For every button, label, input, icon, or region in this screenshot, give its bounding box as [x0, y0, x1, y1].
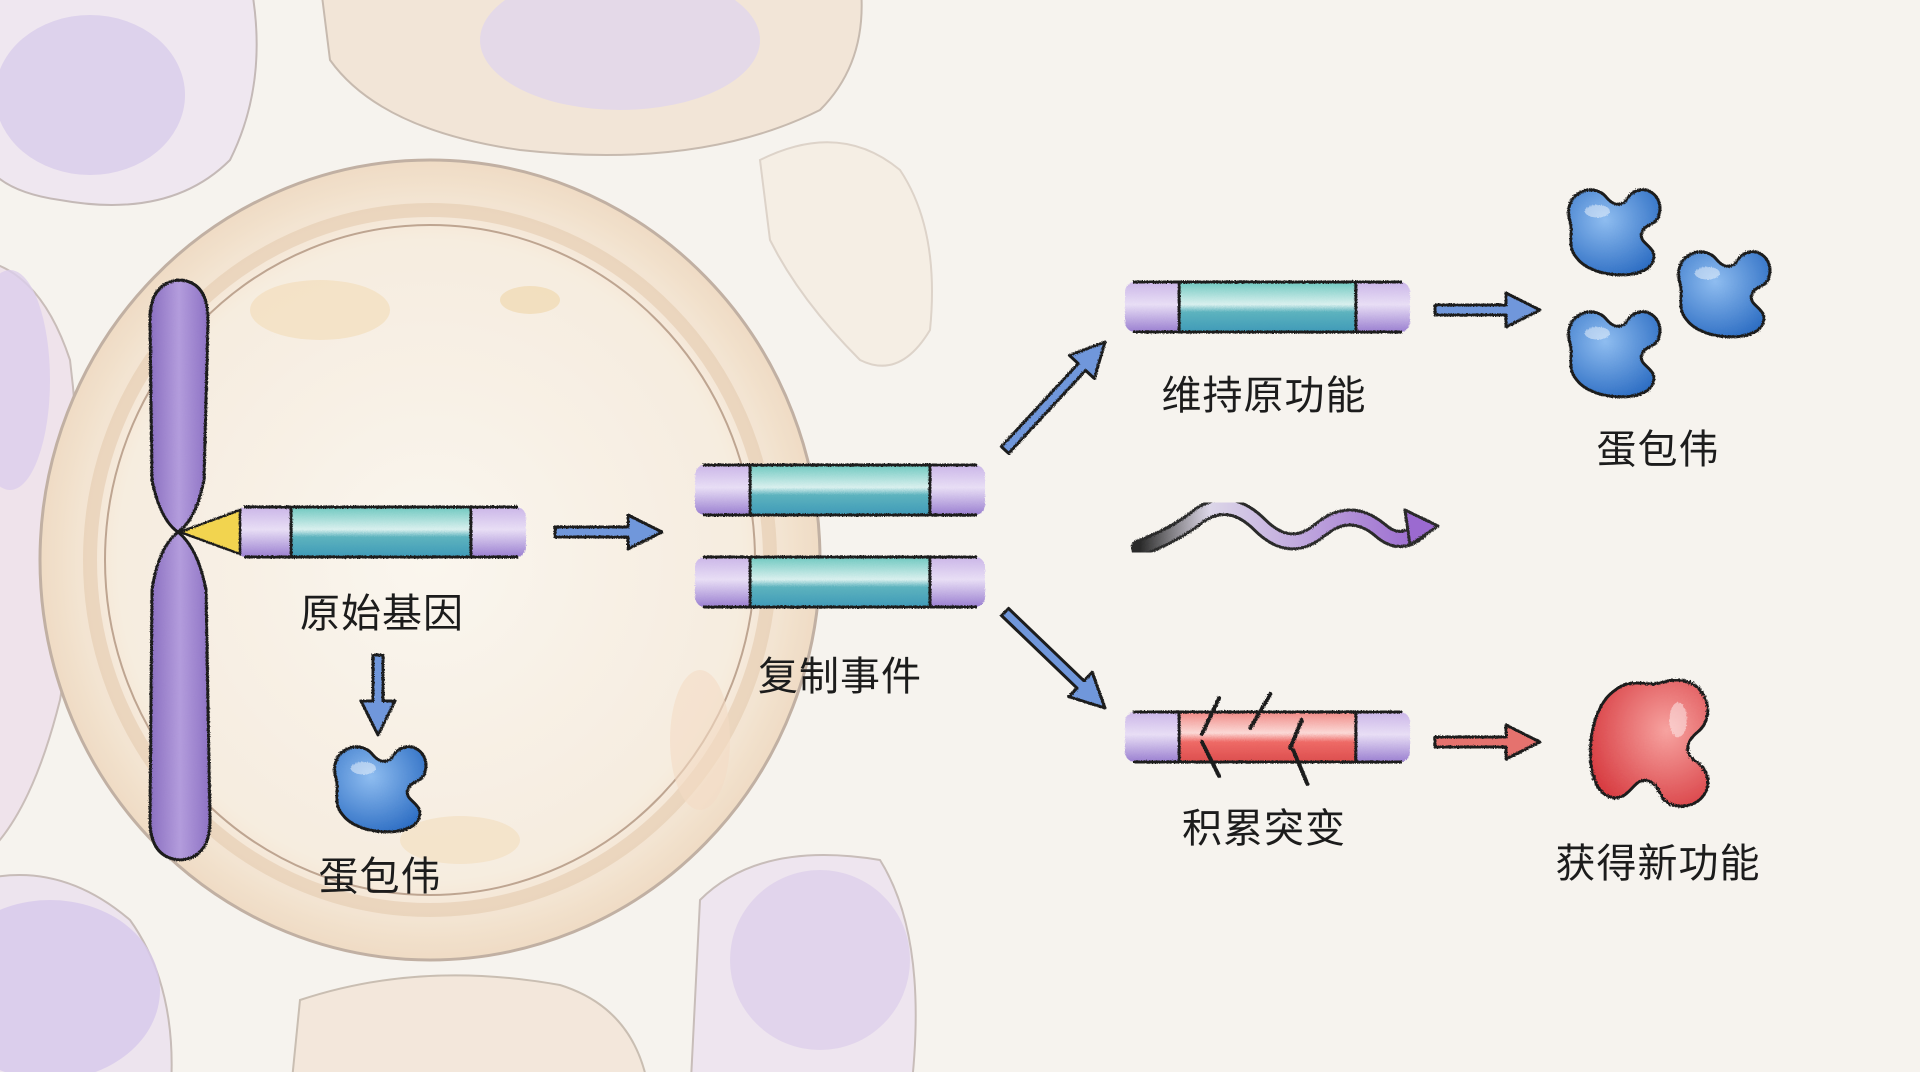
- gene-coding-region: [1179, 282, 1356, 332]
- label-new-function: 获得新功能: [1555, 841, 1761, 887]
- mutation-mark: [1288, 718, 1304, 750]
- protein-body: [1567, 310, 1662, 399]
- label-accumulate-mutations: 积累突变: [1182, 806, 1346, 852]
- original-gene: [236, 505, 526, 559]
- protein-conserved: [1567, 310, 1662, 399]
- protein-body: [1567, 188, 1662, 277]
- gene-coding-region: [750, 465, 930, 515]
- mutation-mark: [1248, 692, 1273, 730]
- organelle: [500, 286, 560, 314]
- organelle: [400, 816, 520, 864]
- proteins: [333, 188, 1772, 834]
- organelle: [250, 280, 390, 340]
- evolution-wavy-arrow: [1131, 498, 1440, 557]
- mutation-mark: [1199, 740, 1222, 778]
- nucleus-bottom-left: [0, 900, 160, 1072]
- label-original-protein: 蛋包伟: [318, 854, 442, 900]
- protein-body: [1588, 678, 1710, 808]
- duplicate-gene-2: [695, 555, 985, 609]
- arrow-to-conserved-proteins: [1433, 291, 1542, 329]
- wavy-arrow-body: [1134, 501, 1426, 554]
- label-original-gene: 原始基因: [300, 591, 464, 637]
- protein-highlight: [1694, 266, 1720, 280]
- protein-highlight: [1584, 326, 1610, 340]
- arrow-to-duplication: [553, 513, 664, 551]
- label-duplication-event: 复制事件: [758, 654, 922, 700]
- protein-highlight: [1584, 204, 1610, 218]
- protein-original: [333, 745, 428, 834]
- gene-coding-region: [750, 557, 930, 607]
- wavy-arrow-head: [1403, 508, 1440, 547]
- protein-conserved: [1567, 188, 1662, 277]
- chromosome: [148, 278, 212, 862]
- conserved-gene: [1125, 280, 1410, 334]
- arrow-to-mutated-gene: [1000, 606, 1107, 710]
- gene-coding-region: [1179, 712, 1356, 762]
- protein-highlight: [350, 761, 376, 775]
- arrow-gene-to-protein: [359, 653, 397, 737]
- label-maintain-function: 维持原功能: [1161, 373, 1367, 419]
- protein-highlight: [1669, 702, 1687, 738]
- cell-top-right: [758, 141, 933, 367]
- arrow-to-new-protein: [1433, 723, 1542, 761]
- mutation-mark: [1199, 696, 1222, 736]
- background-cells: [0, 0, 933, 1072]
- protein-new-function: [1588, 678, 1710, 808]
- mutation-mark: [1291, 748, 1310, 786]
- protein-body: [1677, 250, 1772, 339]
- nucleus-top-left: [0, 15, 185, 175]
- label-maintained-protein: 蛋包伟: [1596, 427, 1720, 473]
- cell-bottom-middle: [291, 974, 646, 1072]
- gene-locus-marker: [176, 508, 242, 556]
- nucleus-top-middle: [480, 0, 760, 110]
- chromosome-lower-arm: [148, 530, 212, 862]
- arrow-to-conserved-gene: [999, 340, 1107, 455]
- mutated-gene: [1125, 692, 1410, 786]
- arrows: [359, 291, 1542, 761]
- gene-coding-region: [291, 507, 471, 557]
- nucleus-bottom-right: [730, 870, 910, 1050]
- protein-conserved: [1677, 250, 1772, 339]
- nucleus-left: [0, 270, 50, 490]
- duplicate-gene-1: [695, 463, 985, 517]
- chromosome-upper-arm: [148, 278, 210, 534]
- organelle: [670, 670, 730, 810]
